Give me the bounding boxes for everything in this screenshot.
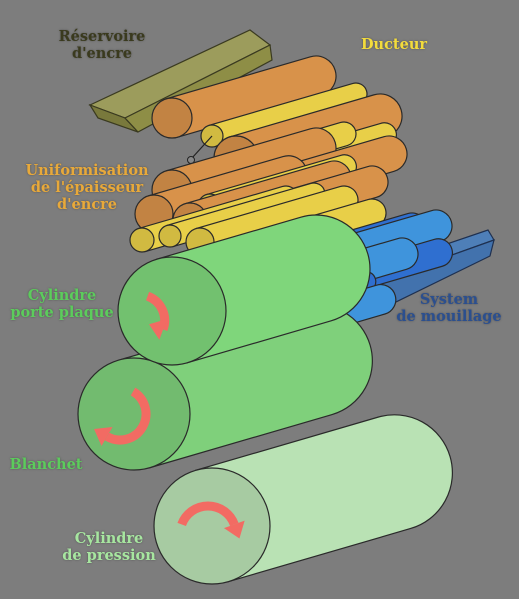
impression-cylinder-end <box>153 467 271 585</box>
ink-roller-11-end <box>158 224 182 248</box>
label-blanket-line1: Blanchet <box>9 456 83 473</box>
label-blanket: Blanchet <box>8 456 84 473</box>
label-ink-uniformisation: Uniformisation de l'épaisseur d'encre <box>16 162 158 213</box>
rotation-arrow-icon-impression <box>177 501 239 527</box>
label-dampening-system: System de mouillage <box>392 291 506 325</box>
rotation-arrow-icon-blanket-head <box>94 426 113 447</box>
label-ink-uniformisation-line1: Uniformisation <box>25 162 149 179</box>
label-plate-cylinder-line2: porte plaque <box>10 304 114 321</box>
label-impression-cylinder: Cylindre de pression <box>54 530 164 564</box>
label-ink-reservoir-line1: Réservoire <box>58 28 146 45</box>
label-plate-cylinder-line1: Cylindre <box>27 287 97 304</box>
label-dampening-system-line1: System <box>419 291 479 308</box>
ink-roller-10-end <box>129 227 155 253</box>
plate-cylinder-end <box>117 256 227 366</box>
label-ink-reservoir: Réservoire d'encre <box>38 28 166 62</box>
label-ductor-line1: Ducteur <box>360 36 428 53</box>
label-plate-cylinder: Cylindre porte plaque <box>4 287 120 321</box>
label-ductor: Ducteur <box>356 36 432 53</box>
label-impression-cylinder-line1: Cylindre <box>74 530 144 547</box>
label-impression-cylinder-line2: de pression <box>62 547 156 564</box>
label-ink-uniformisation-line2: de l'épaisseur <box>30 179 144 196</box>
rotation-arrow-icon-impression-head <box>223 520 245 539</box>
label-dampening-system-line2: de mouillage <box>396 308 502 325</box>
rotation-arrow-icon-plate-head <box>149 319 167 340</box>
ductor-pivot-arm <box>191 135 213 159</box>
rotation-arrow-icon-blanket <box>104 387 151 445</box>
label-ink-uniformisation-line3: d'encre <box>56 196 118 213</box>
label-ink-reservoir-line2: d'encre <box>71 45 133 62</box>
blanket-cylinder-end <box>77 357 191 471</box>
fountain-roller-end <box>151 97 193 139</box>
